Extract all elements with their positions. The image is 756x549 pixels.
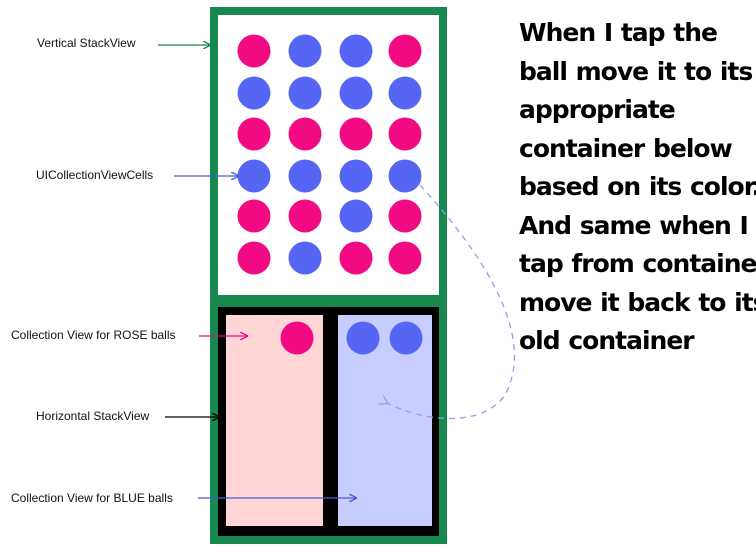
instruction-note: When I tap the ball move it to its appro…	[519, 14, 756, 361]
label-horizontal-stackview: Horizontal StackView	[36, 409, 150, 423]
rose-container-balls	[280, 321, 314, 355]
blue-ball[interactable]	[339, 159, 373, 193]
rose-ball[interactable]	[237, 199, 271, 233]
rose-ball[interactable]	[237, 241, 271, 275]
note-line: container below	[519, 133, 733, 163]
label-collectionview-cells: UICollectionViewCells	[36, 168, 154, 182]
rose-ball[interactable]	[288, 117, 322, 151]
blue-ball[interactable]	[339, 34, 373, 68]
rose-ball[interactable]	[237, 34, 271, 68]
blue-ball[interactable]	[346, 321, 380, 355]
ball-grid	[237, 34, 422, 275]
note-line: move it back to its	[519, 287, 756, 317]
blue-ball[interactable]	[288, 76, 322, 110]
note-line: And same when I	[519, 210, 749, 240]
rose-ball[interactable]	[388, 241, 422, 275]
note-line: tap from container	[519, 249, 756, 278]
note-line: appropriate	[519, 95, 676, 124]
note-line: ball move it to its	[519, 56, 753, 86]
note-line: old container	[519, 326, 695, 355]
blue-ball[interactable]	[339, 199, 373, 233]
note-line: based on its color.	[519, 172, 756, 201]
blue-ball[interactable]	[389, 321, 423, 355]
blue-container-balls	[346, 321, 423, 355]
rose-ball[interactable]	[288, 199, 322, 233]
rose-ball[interactable]	[388, 199, 422, 233]
rose-ball[interactable]	[339, 241, 373, 275]
blue-ball[interactable]	[288, 159, 322, 193]
blue-ball[interactable]	[237, 159, 271, 193]
blue-ball[interactable]	[388, 76, 422, 110]
rose-ball[interactable]	[388, 117, 422, 151]
label-vertical-stackview: Vertical StackView	[37, 36, 136, 50]
label-rose-collection: Collection View for ROSE balls	[11, 328, 176, 342]
blue-ball[interactable]	[339, 76, 373, 110]
dashed-move-arrow	[387, 184, 516, 420]
rose-ball[interactable]	[388, 34, 422, 68]
blue-ball[interactable]	[288, 34, 322, 68]
label-blue-collection: Collection View for BLUE balls	[11, 491, 173, 505]
note-line: When I tap the	[519, 18, 718, 47]
blue-ball[interactable]	[388, 159, 422, 193]
rose-ball[interactable]	[339, 117, 373, 151]
blue-ball[interactable]	[237, 76, 271, 110]
rose-ball[interactable]	[237, 117, 271, 151]
rose-ball[interactable]	[280, 321, 314, 355]
blue-ball[interactable]	[288, 241, 322, 275]
